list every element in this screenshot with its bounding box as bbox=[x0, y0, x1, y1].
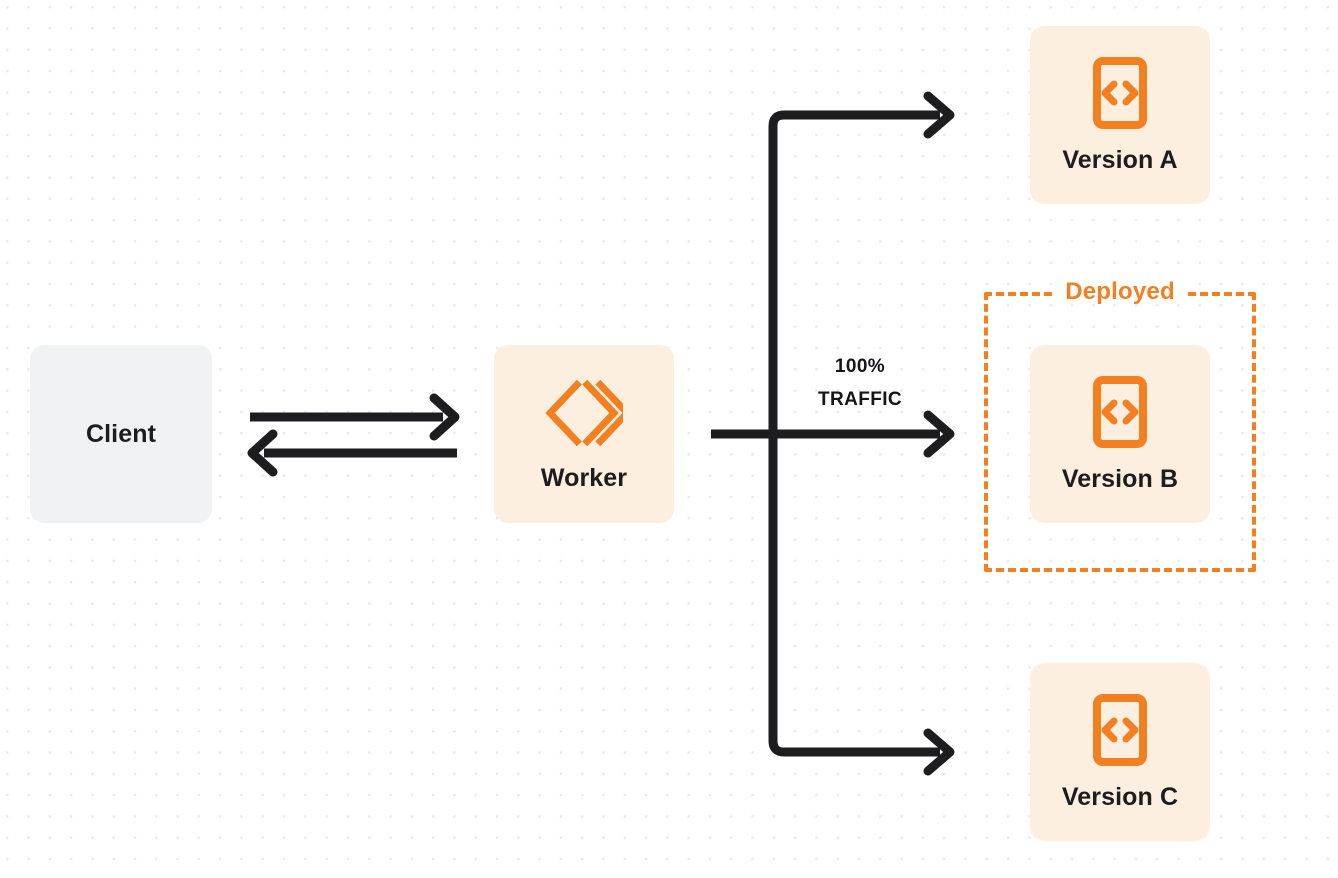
edge-client-to-worker bbox=[250, 393, 460, 441]
traffic-percent-caption: TRAFFIC bbox=[817, 389, 903, 411]
code-document-icon bbox=[1092, 693, 1148, 767]
worker-node[interactable]: Worker bbox=[494, 345, 674, 523]
deployed-group-boundary: Deployed bbox=[984, 280, 1256, 572]
deployed-group-label: Deployed bbox=[1053, 280, 1187, 304]
code-document-icon bbox=[1092, 56, 1148, 130]
edge-worker-to-client bbox=[247, 429, 457, 477]
version-b-label: Version B bbox=[1061, 464, 1179, 493]
client-node[interactable]: Client bbox=[30, 345, 212, 523]
version-c-label: Version C bbox=[1061, 782, 1179, 811]
version-a-node[interactable]: Version A bbox=[1030, 26, 1210, 204]
arrowhead-to-version-c bbox=[923, 728, 955, 776]
version-b-node[interactable]: Version B bbox=[1030, 345, 1210, 523]
traffic-percentage-label: 100% TRAFFIC bbox=[790, 350, 930, 417]
version-a-label: Version A bbox=[1062, 145, 1178, 174]
worker-label: Worker bbox=[540, 463, 628, 492]
client-label: Client bbox=[85, 419, 157, 448]
version-c-node[interactable]: Version C bbox=[1030, 663, 1210, 841]
arrowhead-to-version-b bbox=[923, 410, 955, 458]
edge-worker-to-versions-trunk bbox=[711, 110, 940, 757]
traffic-percent-value: 100% bbox=[834, 356, 886, 377]
cloudflare-workers-logo-icon bbox=[545, 376, 623, 450]
arrowhead-to-version-a bbox=[923, 91, 955, 139]
code-document-icon bbox=[1092, 375, 1148, 449]
